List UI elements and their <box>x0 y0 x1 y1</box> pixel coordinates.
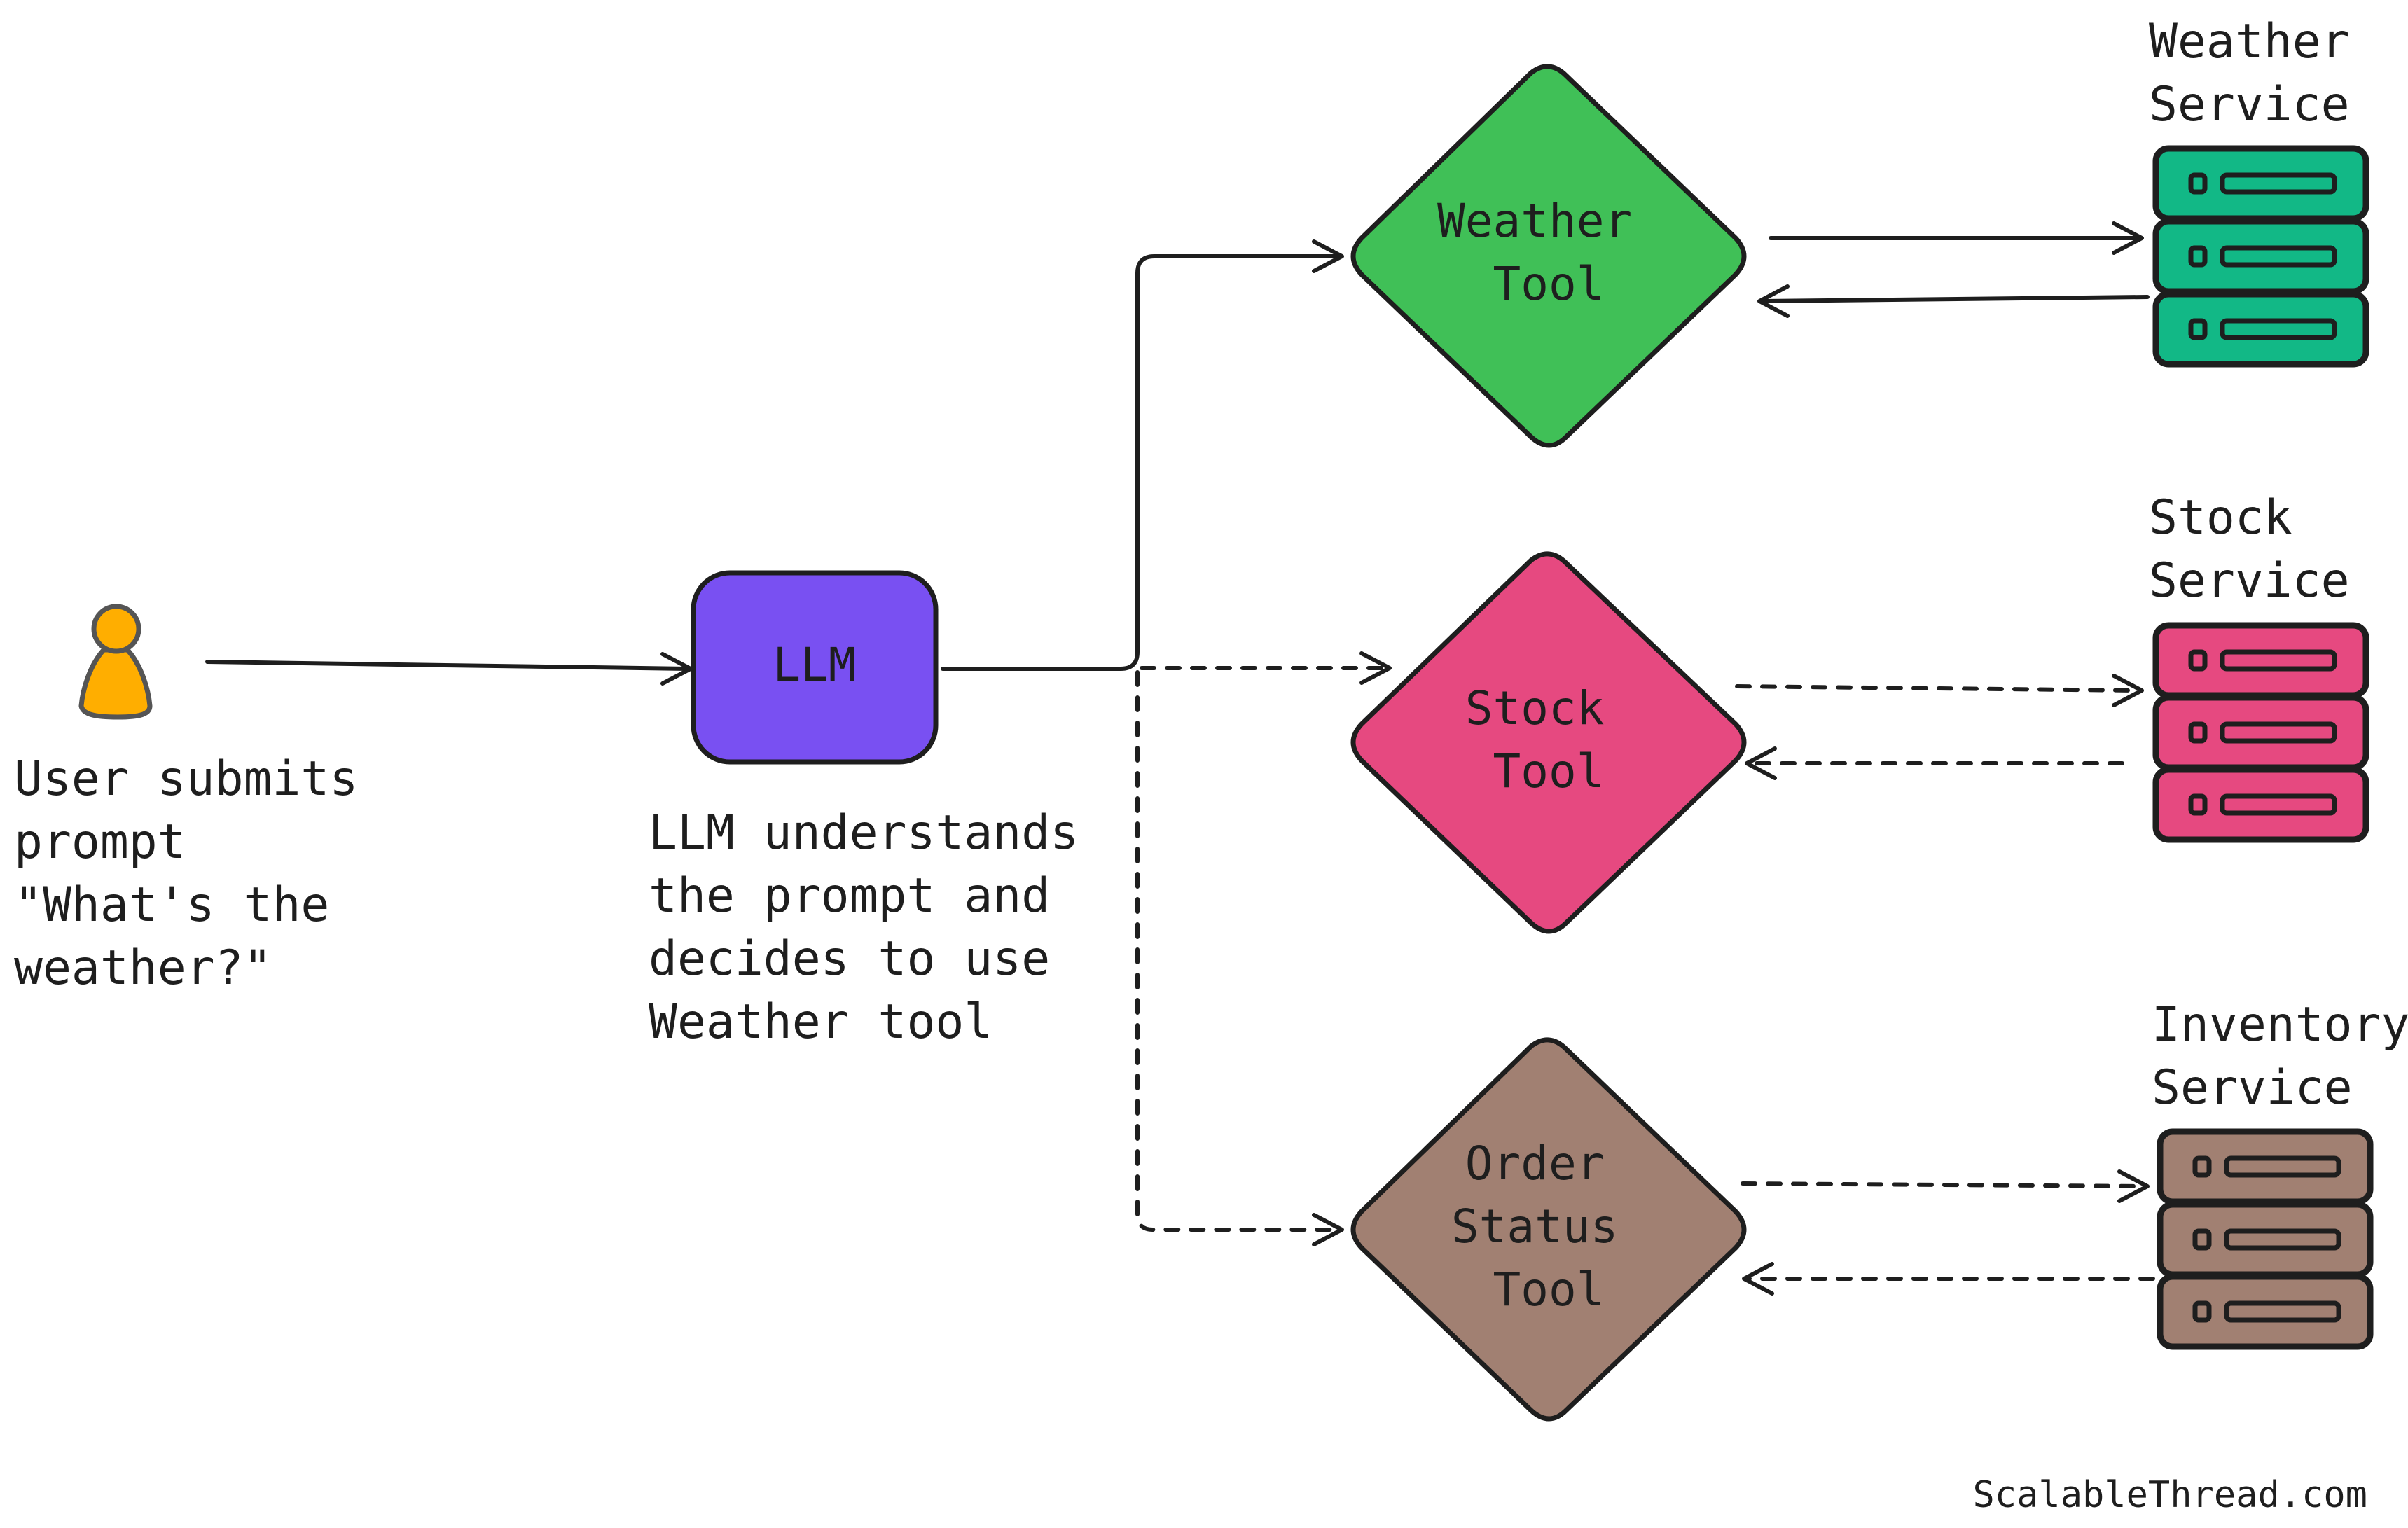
tool-weather: Weather Tool <box>1350 64 1747 448</box>
arrow-order-tool-to-inventory-service <box>1741 1181 2147 1188</box>
user-icon <box>78 604 153 720</box>
arrowhead <box>2112 221 2144 255</box>
footer-brand: ScalableThread.com <box>1972 1474 2367 1516</box>
user-caption: User submits prompt "What's the weather?… <box>14 751 387 996</box>
server-icon <box>2156 148 2366 364</box>
arrow-stock-tool-to-service <box>1735 684 2138 693</box>
arrow-llm-to-order-status-tool <box>1135 670 1340 1232</box>
tool-order-status-label: Order Status Tool <box>1451 1137 1646 1317</box>
tool-weather-diamond <box>1350 64 1747 448</box>
tool-order-status-diamond <box>1350 1037 1747 1422</box>
arrow-weather-service-to-tool <box>1760 295 2150 303</box>
server-icon <box>2156 625 2366 840</box>
arrowhead <box>660 652 693 686</box>
user-node: User submits prompt "What's the weather?… <box>14 604 387 996</box>
connectors <box>205 221 2155 1296</box>
service-weather: Weather Service <box>2149 14 2379 364</box>
llm-label: LLM <box>773 638 856 692</box>
arrow-llm-to-weather-tool <box>941 254 1341 671</box>
server-icon <box>2160 1132 2370 1347</box>
tool-order-status: Order Status Tool <box>1350 1037 1747 1422</box>
arrow-user-to-llm <box>205 660 690 671</box>
service-inventory-label: Inventory Service <box>2152 997 2408 1116</box>
service-weather-label: Weather Service <box>2149 14 2379 132</box>
arrowhead <box>1745 746 1777 780</box>
arrowhead <box>1742 1262 1774 1296</box>
arrowhead <box>2117 1169 2150 1203</box>
service-stock: Stock Service <box>2149 490 2366 840</box>
tool-stock-label: Stock Tool <box>1465 681 1632 798</box>
service-stock-label: Stock Service <box>2149 490 2350 609</box>
arrowhead <box>1359 651 1392 685</box>
llm-node: LLM LLM understands the prompt and decid… <box>649 570 1107 1050</box>
tool-weather-label: Weather Tool <box>1437 194 1660 311</box>
tool-stock: Stock Tool <box>1350 551 1747 934</box>
arrowhead <box>1312 239 1344 273</box>
arrowhead <box>2112 674 2144 707</box>
arrowhead <box>1757 284 1790 318</box>
service-inventory: Inventory Service <box>2152 997 2408 1347</box>
tool-stock-diamond <box>1350 551 1747 934</box>
llm-box <box>691 570 939 765</box>
arrowhead <box>1312 1213 1344 1246</box>
llm-caption: LLM understands the prompt and decides t… <box>649 805 1107 1050</box>
